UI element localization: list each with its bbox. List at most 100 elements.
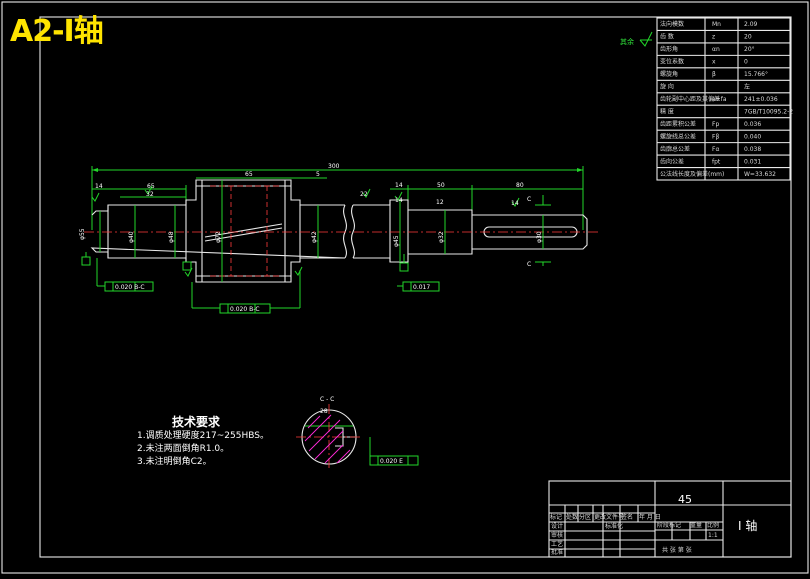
param-name: 螺旋角	[660, 70, 678, 78]
title-block-role: 审核	[551, 531, 563, 539]
section-cut-marks	[535, 195, 551, 266]
sheet-count: 共 张 第 张	[662, 546, 692, 554]
param-value: 20°	[744, 46, 755, 53]
dim-dia32: φ32	[438, 231, 445, 243]
param-name: 旋 向	[660, 83, 674, 91]
dim-14b: 14	[395, 182, 403, 189]
param-name: 齿向公差	[660, 157, 684, 165]
param-value: 左	[744, 83, 750, 91]
title-block-column-label: 处数	[566, 513, 578, 521]
gear-parameter-table: 法向模数 Mn 2.09 齿 数 z 20 齿形角 αn 20° 变位系数 x 0 螺旋角 β 15.766…	[656, 17, 793, 181]
title-block-role: 标准化	[605, 522, 623, 530]
title-block	[548, 480, 792, 558]
title-block-role: 工艺	[551, 540, 563, 548]
tolerance-frame-2	[191, 270, 301, 314]
param-name: 齿廓总公差	[660, 145, 690, 153]
stage-label: 阶段标记	[657, 521, 681, 529]
param-name: 精 度	[660, 107, 674, 115]
tech-req-title: 技术要求	[172, 415, 221, 429]
dim-14c: 14	[395, 197, 403, 204]
roughness-note: 其余	[620, 37, 634, 46]
tolerance-frame-1	[96, 258, 154, 292]
param-value: 20	[744, 34, 752, 41]
param-name: 齿 数	[660, 33, 674, 41]
dim-dia48: φ48	[168, 231, 175, 243]
param-value: 241±0.036	[744, 96, 778, 103]
dim-lines-upper	[92, 177, 583, 210]
section-label-bottom: C	[527, 261, 531, 268]
param-value: 0.038	[744, 146, 761, 153]
inner-frame	[39, 16, 792, 558]
title-block-role: 批准	[551, 548, 563, 556]
title-block-column-label: 分区	[579, 513, 591, 521]
part-name: I 轴	[738, 518, 757, 533]
tolerance-1-value: 0.020 B-C	[115, 284, 145, 291]
dim-300: 300	[328, 163, 340, 170]
param-value: 7GB/T10095.2-2	[744, 108, 793, 115]
param-name: 法向模数	[660, 20, 684, 28]
param-symbol: fpt	[712, 158, 721, 165]
dim-65a: 65	[147, 183, 155, 190]
dim-dia55: φ55	[79, 228, 86, 240]
dim-dia72: φ72	[215, 231, 222, 243]
dim-5: 5	[316, 171, 320, 178]
dim-diameters	[99, 180, 544, 282]
dim-14a: 14	[95, 183, 103, 190]
dim-dia30: φ30	[536, 231, 543, 243]
param-name: 公法线长度及偏差(mm)	[660, 170, 724, 178]
param-name: 齿轮副中心距及其偏差	[660, 95, 720, 103]
param-symbol: Fp	[712, 121, 719, 128]
datum-markers	[81, 252, 409, 272]
dim-32a: 32	[146, 191, 154, 198]
tolerance-frame-3	[397, 281, 440, 292]
param-symbol: Fβ	[712, 133, 719, 140]
drawing-title: A2-I轴	[10, 14, 104, 49]
title-block-role: 设计	[551, 522, 563, 530]
dim-14d: 14	[511, 200, 519, 207]
roughness-symbol	[639, 31, 653, 47]
param-symbol: β	[712, 71, 716, 78]
title-block-column-label: 签名	[621, 513, 633, 521]
dim-dia40: φ40	[128, 231, 135, 243]
param-value: 2.09	[744, 21, 758, 28]
param-symbol: Mn	[712, 21, 721, 28]
param-value: 0	[744, 59, 748, 66]
dim-dia42: φ42	[311, 231, 318, 243]
param-name: 螺旋线总公差	[660, 132, 696, 140]
tolerance-2-value: 0.020 B-C	[230, 306, 260, 313]
dim-50: 50	[437, 182, 445, 189]
tech-req-line-2: 2.未注两面倒角R1.0。	[137, 444, 230, 454]
title-block-column-label: 年 月 日	[639, 513, 661, 521]
param-symbol: αn	[712, 46, 720, 53]
param-value: 15.766°	[744, 71, 768, 78]
tech-req-line-3: 3.未注明倒角C2。	[137, 457, 212, 467]
title-block-column-label: 标记	[550, 513, 562, 521]
dim-65b: 65	[245, 171, 253, 178]
param-symbol: x	[712, 59, 716, 66]
section-view-cc	[296, 404, 419, 470]
section-label-top: C	[527, 196, 531, 203]
param-symbol: a±fa	[712, 96, 727, 103]
param-symbol: z	[712, 34, 715, 41]
tolerance-3-value: 0.017	[413, 284, 430, 291]
tech-req-line-1: 1.调质处理硬度217~255HBS。	[137, 431, 269, 441]
dim-total-length	[91, 166, 584, 230]
param-name: 齿距累积公差	[660, 120, 696, 128]
dim-80: 80	[516, 182, 524, 189]
dim-12: 12	[436, 199, 444, 206]
param-name: 齿形角	[660, 45, 678, 53]
param-value: 0.036	[744, 121, 761, 128]
section-width: 28	[320, 408, 328, 415]
section-title-cc: C - C	[320, 396, 334, 403]
weight-label: 重量	[690, 521, 702, 529]
param-symbol: Fα	[712, 146, 719, 153]
dim-dia45: φ45	[393, 235, 400, 247]
param-name: 变位系数	[660, 58, 684, 66]
shaft-outline	[90, 179, 588, 283]
scale-label: 比例	[707, 521, 719, 529]
scale-value: 1:1	[708, 532, 718, 539]
material: 45	[678, 493, 692, 506]
